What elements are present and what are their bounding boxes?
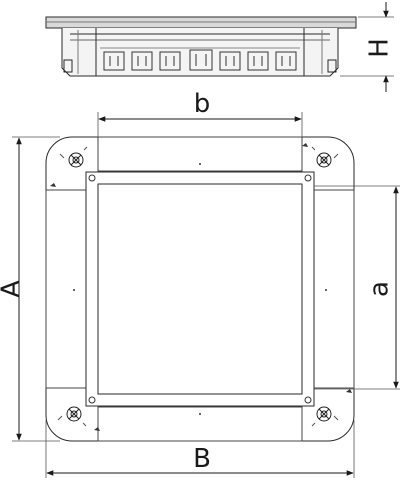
plan-frame-inner <box>97 183 303 395</box>
dimension-label-a-outer: A <box>0 280 27 298</box>
dimension-label-a-inner: a <box>365 281 395 297</box>
dimension-label-h: H <box>365 38 395 58</box>
side-view <box>45 2 394 92</box>
plan-view <box>12 136 400 478</box>
side-view-knockouts <box>100 47 300 71</box>
dimension-label-b-outer: B <box>193 444 211 474</box>
side-view-body <box>61 28 339 77</box>
plan-outer-plate <box>45 136 355 442</box>
plan-frame-outer <box>85 171 315 407</box>
plan-markers <box>50 143 352 431</box>
dimension-label-b: b <box>194 89 211 119</box>
corner-fixings <box>57 146 339 427</box>
frame-screws <box>88 174 312 404</box>
